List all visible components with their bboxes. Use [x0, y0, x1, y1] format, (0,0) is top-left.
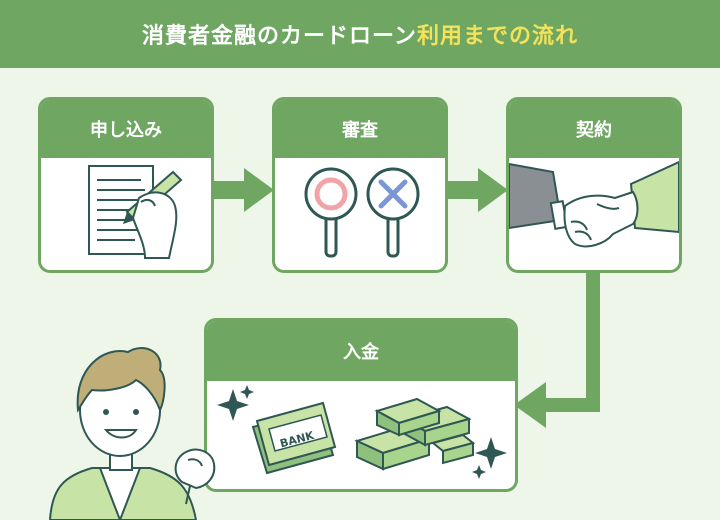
step-card-apply: 申し込み — [38, 97, 214, 273]
handshake-icon — [509, 160, 679, 248]
review-signs — [304, 167, 420, 258]
money-stack-icon — [354, 397, 476, 471]
step-label-review: 審査 — [275, 100, 445, 158]
arrow-3-head — [514, 382, 546, 428]
step-card-deposit: 入金 BANK — [204, 318, 518, 492]
arrow-1-head — [244, 168, 274, 212]
arrow-3-horizontal — [540, 398, 600, 412]
step-label-apply: 申し込み — [41, 100, 211, 158]
title-text: 消費者金融のカードローン — [142, 24, 417, 49]
title-highlight: 利用までの流れ — [416, 24, 578, 49]
application-form-icon — [88, 165, 183, 259]
title-banner: 消費者金融のカードローン利用までの流れ — [0, 0, 720, 68]
step-label-deposit: 入金 — [207, 321, 515, 381]
arrow-3-vertical — [586, 270, 600, 412]
ok-sign-icon — [304, 167, 358, 258]
step-card-contract: 契約 — [506, 97, 682, 273]
arrow-1-shaft — [212, 181, 246, 199]
sparkle-icon — [217, 385, 254, 421]
step-label-contract: 契約 — [509, 100, 679, 158]
arrow-2-shaft — [446, 181, 480, 199]
person-icon — [48, 347, 216, 520]
arrow-2-head — [478, 168, 508, 212]
deposit-illustration: BANK — [217, 385, 507, 479]
sparkle-icon — [472, 437, 507, 479]
bankbook-icon: BANK — [251, 401, 337, 475]
step-card-review: 審査 — [272, 97, 448, 273]
ng-sign-icon — [366, 167, 420, 258]
